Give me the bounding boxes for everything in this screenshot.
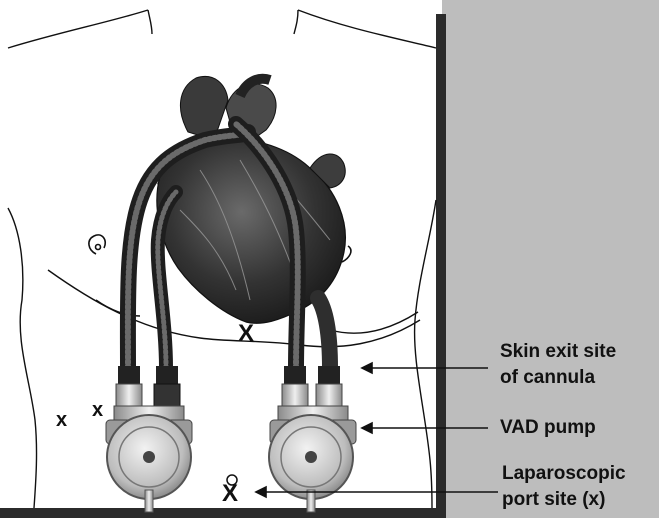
bottom-border: [0, 508, 446, 518]
background-panel: [442, 0, 659, 518]
panel-divider: [436, 14, 446, 518]
heart-illustration: [150, 76, 345, 323]
nipple-left: [89, 235, 105, 254]
vad-pump-right: [269, 415, 356, 512]
label-skin-exit-line2: of cannula: [500, 366, 595, 390]
label-skin-exit-line1: Skin exit site: [500, 340, 616, 364]
port-mark-epigastric: X: [238, 322, 254, 346]
cannula-right-outer: [318, 298, 330, 368]
port-mark-flank-left: x: [56, 410, 67, 430]
label-vad-pump: VAD pump: [500, 416, 596, 440]
label-port-line1: Laparoscopic: [502, 462, 626, 486]
port-mark-lower: X: [222, 482, 238, 506]
vad-pump-left: [106, 415, 192, 512]
port-mark-flank-right: x: [92, 400, 103, 420]
label-port-line2: port site (x): [502, 488, 605, 512]
